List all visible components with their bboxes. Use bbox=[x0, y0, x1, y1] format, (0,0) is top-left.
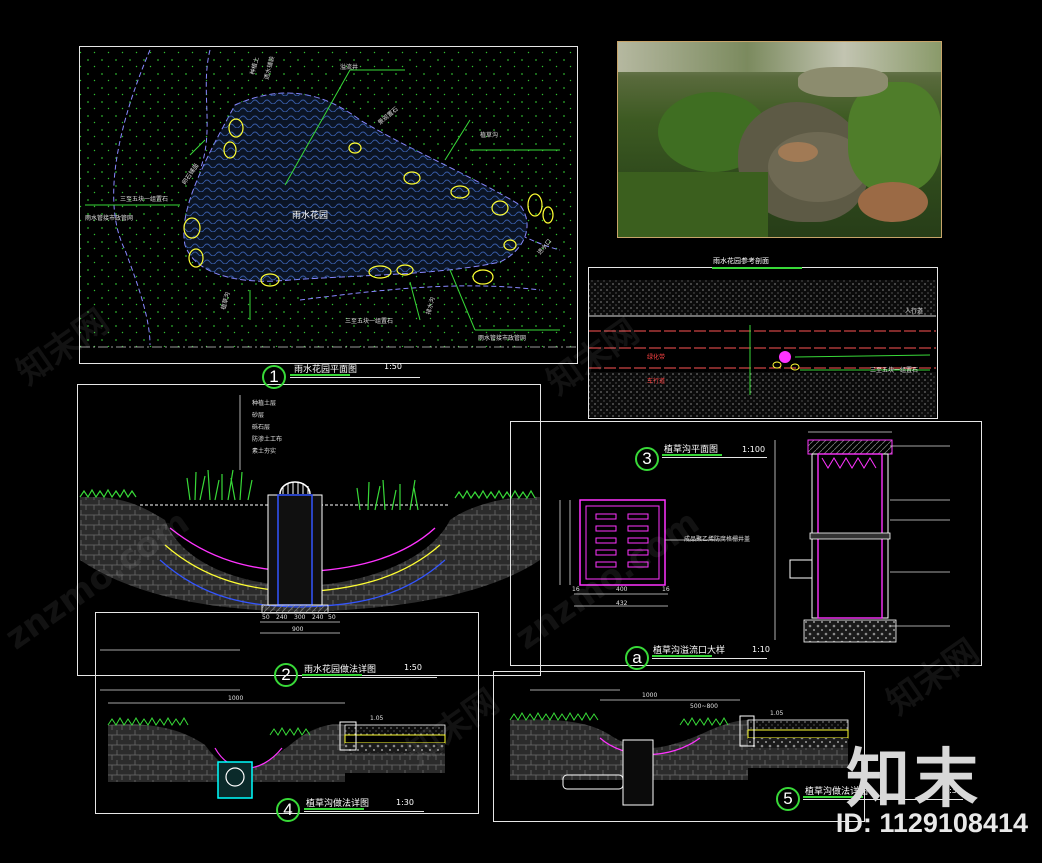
ref-label-road: 车行道 bbox=[647, 378, 666, 385]
section-layer-3: 砾石层 bbox=[252, 424, 271, 431]
leader-lines bbox=[85, 69, 560, 331]
panel2-number-badge: 2 bbox=[274, 663, 298, 687]
swale5-dim-2: 500~800 bbox=[690, 703, 718, 710]
swale5-dim-1: 1000 bbox=[642, 692, 658, 699]
rock-cluster bbox=[183, 118, 554, 287]
swale4-soil bbox=[108, 724, 345, 782]
panel-swale-plan-frame bbox=[510, 421, 982, 666]
panel1-number-badge: 1 bbox=[262, 365, 286, 389]
panel5-number-badge: 5 bbox=[776, 787, 800, 811]
grate-dim-1: 16 bbox=[572, 586, 580, 593]
plan-label-1: 三至五块一组置石 bbox=[120, 196, 169, 203]
swale5-dim-3: 1.05 bbox=[770, 710, 784, 717]
panel4-scale: 1:30 bbox=[396, 798, 414, 807]
plan-label-6: 雨水管接市政管网 bbox=[478, 335, 527, 342]
swale5-well bbox=[622, 739, 654, 806]
panel3-number-badge: 3 bbox=[635, 447, 659, 471]
panel-swale5-frame bbox=[493, 671, 865, 822]
panel4-number-badge: 4 bbox=[276, 798, 300, 822]
section-dim-1: 50 bbox=[262, 614, 270, 621]
swale4-dim-2: 1.05 bbox=[370, 715, 384, 722]
image-id-label: ID: 1129108414 bbox=[835, 808, 1028, 838]
grass-tufts bbox=[79, 469, 536, 511]
panel-swale4-frame bbox=[95, 612, 479, 814]
section-dim-5: 50 bbox=[328, 614, 336, 621]
panel-a-number-badge: a bbox=[625, 646, 649, 670]
grate-slots bbox=[595, 513, 649, 568]
reference-photo bbox=[617, 41, 942, 238]
section-soil-fill bbox=[80, 496, 540, 612]
panel3-scale: 1:100 bbox=[742, 445, 766, 454]
plan-label-2: 雨水管接市政管网 bbox=[85, 215, 134, 222]
panel-a-scale: 1:10 bbox=[752, 645, 770, 654]
grate-outline bbox=[579, 499, 666, 586]
swale4-dim-1: 1000 bbox=[228, 695, 244, 702]
path-edge-line bbox=[113, 49, 151, 346]
panel-plan-frame bbox=[79, 46, 578, 364]
plan-center-label: 雨水花园 bbox=[292, 211, 329, 221]
section-layer-1: 种植土层 bbox=[252, 400, 277, 407]
section-dim-total: 900 bbox=[292, 626, 304, 633]
grate-note: 成品聚乙烯防腐格栅井盖 bbox=[684, 536, 751, 543]
ref-title: 雨水花园参考剖面 bbox=[713, 257, 769, 265]
section-dim-3: 300 bbox=[294, 614, 306, 621]
panel2-scale: 1:50 bbox=[404, 663, 422, 672]
ref-stone-marker bbox=[779, 351, 791, 363]
section-layer-5: 素土夯实 bbox=[252, 448, 277, 455]
grate-dim-total: 432 bbox=[616, 600, 628, 607]
section-dim-2: 240 bbox=[276, 614, 288, 621]
grate-dim-3: 16 bbox=[662, 586, 670, 593]
plan-label-5: 三至五块一组置石 bbox=[345, 318, 394, 325]
ref-label-sidewalk: 人行道 bbox=[905, 308, 924, 315]
section-dim-4: 240 bbox=[312, 614, 324, 621]
brand-logo-text: 知末 bbox=[846, 743, 982, 817]
plan-label-4: 植草沟 bbox=[480, 132, 499, 139]
plan-label-3: 溢流井 bbox=[340, 64, 359, 71]
ref-label-green: 绿化带 bbox=[647, 354, 666, 361]
section-layer-2: 砂层 bbox=[252, 412, 265, 419]
panel5-title: 植草沟做法详图 bbox=[805, 787, 869, 797]
panel1-title: 雨水花园平面图 bbox=[294, 365, 358, 375]
section-layer-4: 防渗土工布 bbox=[252, 436, 283, 443]
panel2-title: 雨水花园做法详图 bbox=[304, 665, 377, 675]
panel1-scale: 1:50 bbox=[384, 362, 402, 371]
panel3-title: 植草沟平面图 bbox=[664, 445, 719, 455]
ref-label-stone: 三至五块一组置石 bbox=[870, 367, 919, 374]
panel5-scale: 1:30 bbox=[944, 786, 962, 795]
panel-a-title: 植草沟溢流口大样 bbox=[653, 646, 726, 656]
grate-dim-2: 400 bbox=[616, 586, 628, 593]
panel4-title: 植草沟做法详图 bbox=[306, 799, 370, 809]
